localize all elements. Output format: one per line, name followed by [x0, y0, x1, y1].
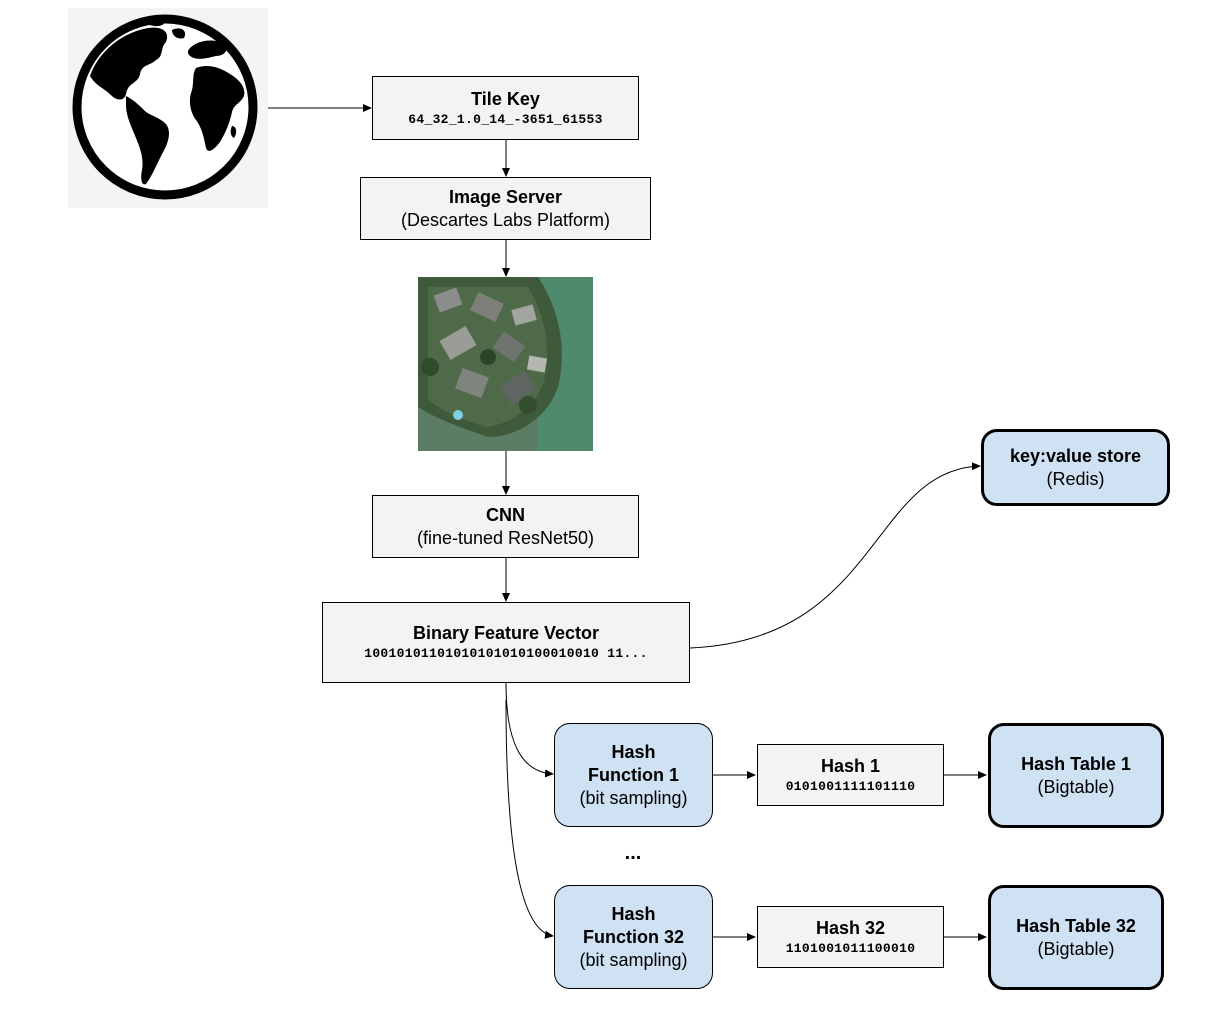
- hash-32-title: Hash 32: [815, 917, 886, 938]
- hash-1-title: Hash 1: [820, 755, 881, 776]
- arrow-feature-vector-to-hash-function-32: [505, 699, 554, 939]
- cnn-title: CNN: [486, 504, 525, 525]
- feature-vector-title: Binary Feature Vector: [412, 623, 600, 643]
- hash-function-32-title-line1: Hash: [611, 903, 656, 924]
- hash-table-32-box: Hash Table 32 (Bigtable): [988, 885, 1164, 990]
- hash-function-1-box: Hash Function 1 (bit sampling): [554, 723, 713, 827]
- hash-32-value: 1101001011100010: [785, 940, 916, 956]
- hash-table-32-subtitle: (Bigtable): [1037, 938, 1115, 959]
- hash-function-32-box: Hash Function 32 (bit sampling): [554, 885, 713, 989]
- feature-vector-box: Binary Feature Vector 100101011010101010…: [322, 602, 690, 683]
- hash-function-1-title-line1: Hash: [611, 741, 656, 762]
- globe-panel: [68, 8, 268, 208]
- hash-table-1-box: Hash Table 1 (Bigtable): [988, 723, 1164, 828]
- cnn-box: CNN (fine-tuned ResNet50): [372, 495, 639, 558]
- ellipsis-label: ...: [624, 842, 642, 864]
- image-server-subtitle: (Descartes Labs Platform): [400, 209, 611, 230]
- aerial-image: [418, 277, 593, 451]
- cnn-subtitle: (fine-tuned ResNet50): [416, 527, 595, 548]
- arrow-feature-vector-to-hash-function-1: [505, 682, 554, 778]
- hash-1-box: Hash 1 0101001111101110: [757, 744, 944, 806]
- feature-vector-value: 10010101101010101010100010010 11...: [364, 646, 648, 661]
- hash-table-1-title: Hash Table 1: [1021, 753, 1131, 774]
- hash-function-1-subtitle: (bit sampling): [579, 787, 688, 808]
- arrow-feature-vector-to-kv-store: [689, 462, 981, 649]
- hash-table-1-subtitle: (Bigtable): [1037, 776, 1115, 797]
- tile-key-value: 64_32_1.0_14_-3651_61553: [408, 111, 603, 127]
- hash-function-1-title-line2: Function 1: [588, 764, 679, 785]
- kv-store-box: key:value store (Redis): [981, 429, 1170, 506]
- image-server-title: Image Server: [448, 186, 563, 207]
- hash-function-32-subtitle: (bit sampling): [579, 949, 688, 970]
- image-server-box: Image Server (Descartes Labs Platform): [360, 177, 651, 240]
- kv-store-title: key:value store: [1009, 445, 1142, 466]
- hash-table-32-title: Hash Table 32: [1016, 915, 1136, 936]
- hash-function-32-title-line2: Function 32: [582, 926, 684, 947]
- globe-icon: [72, 14, 258, 200]
- tile-key-title: Tile Key: [471, 88, 540, 109]
- kv-store-subtitle: (Redis): [1046, 468, 1105, 489]
- hash-1-value: 0101001111101110: [785, 778, 916, 794]
- hash-32-box: Hash 32 1101001011100010: [757, 906, 944, 968]
- tile-key-box: Tile Key 64_32_1.0_14_-3651_61553: [372, 76, 639, 140]
